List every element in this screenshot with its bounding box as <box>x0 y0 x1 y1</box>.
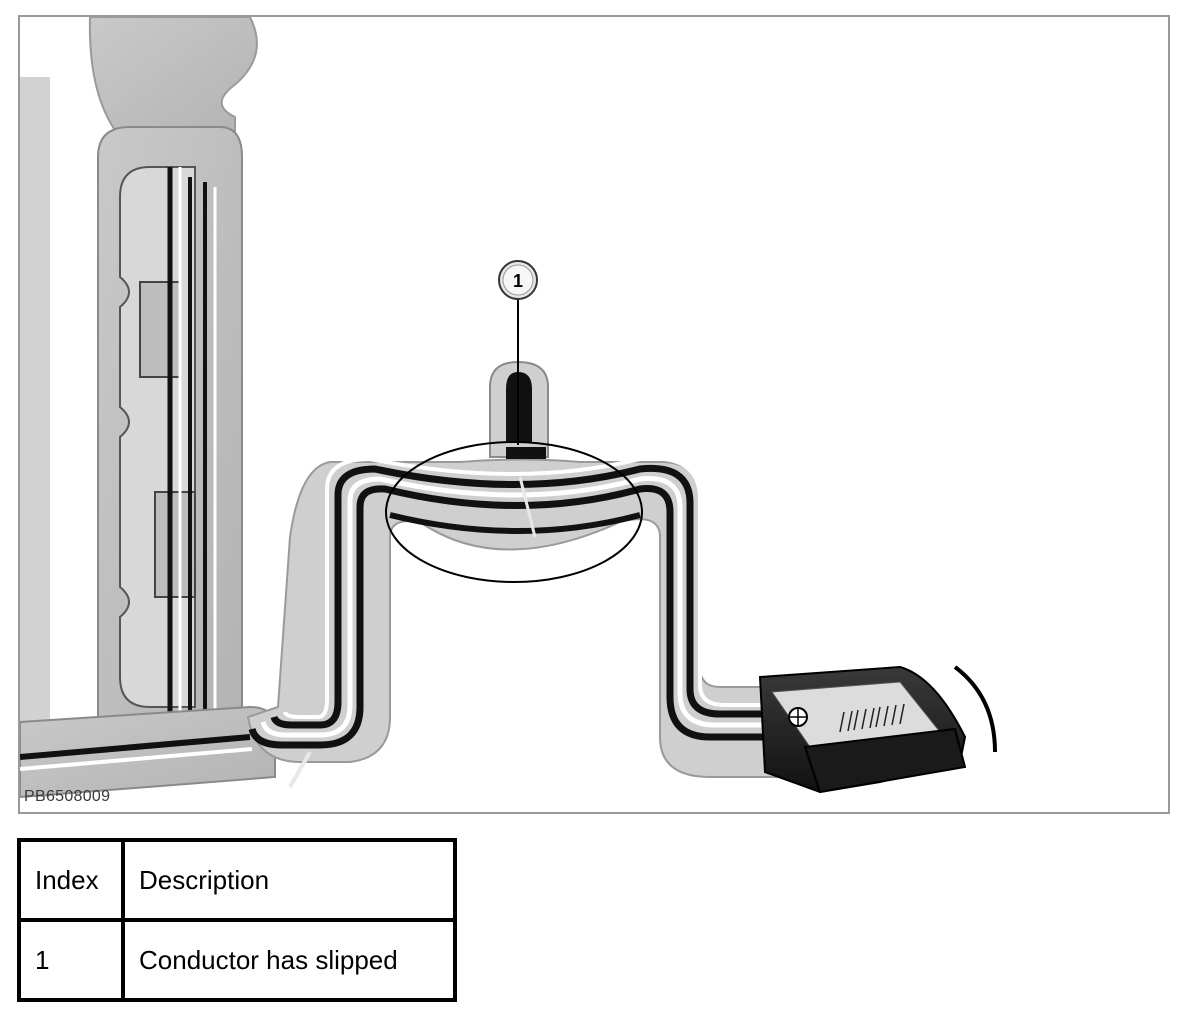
sensor-mat-drawing: 1 <box>20 17 997 799</box>
figure-illustration: 1 PB6508009 <box>18 15 1170 814</box>
row-description: Conductor has slipped <box>121 918 457 1002</box>
callout-number: 1 <box>513 271 523 291</box>
black-cable <box>953 665 997 753</box>
cable-conductors <box>248 456 780 749</box>
slipped-conductor-marker <box>506 447 546 459</box>
cable-band-mat <box>246 458 801 778</box>
barcode-icon <box>839 703 905 733</box>
mat-top-tab <box>88 17 258 138</box>
header-index: Index <box>17 838 125 922</box>
sensor-pad <box>119 166 196 708</box>
sensor-block <box>139 281 181 378</box>
conductor-bottom <box>20 747 253 771</box>
mat-left-edge <box>20 77 50 797</box>
table-row: 1 Conductor has slipped <box>17 918 457 1002</box>
legend-table: Index Description 1 Conductor has slippe… <box>17 838 457 1002</box>
header-description: Description <box>121 838 457 922</box>
connector-plug <box>803 727 967 794</box>
callout-ellipse <box>385 441 643 583</box>
figure-id: PB6508009 <box>24 788 111 805</box>
conductor-bottom <box>20 734 251 760</box>
row-index: 1 <box>17 918 125 1002</box>
table-header-row: Index Description <box>17 838 457 922</box>
